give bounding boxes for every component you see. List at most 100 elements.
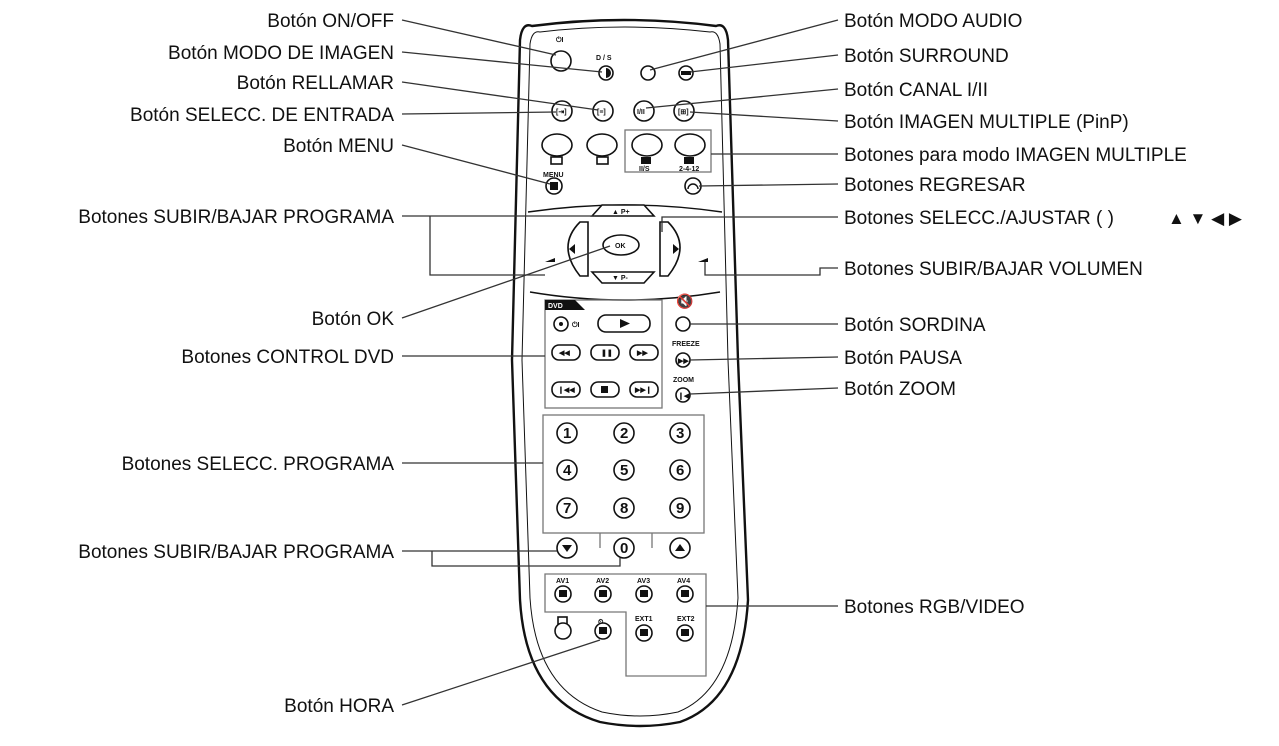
- leader-time: [401, 639, 601, 706]
- digit-8-button[interactable]: [613, 497, 635, 519]
- menu-tag: MENU: [543, 172, 564, 179]
- volume-minus-icon: [545, 258, 555, 262]
- dvd-power-icon: ⏻I: [572, 321, 580, 329]
- ok-label: OK: [615, 243, 626, 250]
- numpad: 1 2 3 4 5 6 7 8 9 0: [556, 422, 691, 559]
- teletext-button[interactable]: [541, 133, 573, 157]
- stop-icon: [601, 386, 608, 393]
- recall-button[interactable]: [592, 100, 614, 122]
- leader-lines: [401, 19, 839, 706]
- dvd-tag: DVD: [548, 303, 563, 310]
- label-return: Botones REGRESAR: [844, 175, 1026, 196]
- digit-7-button[interactable]: [556, 497, 578, 519]
- pip-button[interactable]: [673, 100, 695, 122]
- digit-2-label: 2: [620, 425, 628, 442]
- digit-1-button[interactable]: [556, 422, 578, 444]
- play-icon: [620, 319, 630, 328]
- label-rgb-video: Botones RGB/VIDEO: [844, 597, 1025, 618]
- leader-menu: [401, 144, 551, 185]
- dvd-prev-button[interactable]: [551, 381, 581, 398]
- label-freeze: Botón PAUSA: [844, 348, 962, 369]
- program-updown-bracket: [599, 533, 653, 548]
- mute-button[interactable]: [675, 316, 691, 332]
- label-time: Botón HORA: [284, 696, 394, 717]
- digit-9-button[interactable]: [669, 497, 691, 519]
- label-recall: Botón RELLAMAR: [237, 73, 394, 94]
- dvd-forward-button[interactable]: [629, 344, 659, 361]
- leader-power: [401, 19, 557, 56]
- label-audio-mode: Botón MODO AUDIO: [844, 11, 1022, 32]
- subtitle-button[interactable]: [586, 133, 618, 157]
- prev-icon: ❙◀◀: [558, 386, 575, 394]
- pause-icon: ❚❚: [601, 349, 613, 357]
- digit-7-label: 7: [563, 500, 571, 517]
- tv-button[interactable]: [554, 622, 572, 640]
- digit-2-button[interactable]: [613, 422, 635, 444]
- leader-input-select: [401, 111, 557, 115]
- digit-3-button[interactable]: [669, 422, 691, 444]
- label-ok: Botón OK: [312, 309, 395, 330]
- leader-audio-mode: [649, 19, 839, 71]
- up-arrow-icon: [675, 544, 685, 551]
- av4-tag: AV4: [677, 578, 690, 585]
- volume-up-button[interactable]: [659, 221, 681, 277]
- label-mute: Botón SORDINA: [844, 315, 986, 336]
- digit-4-button[interactable]: [556, 459, 578, 481]
- freeze-tag: FREEZE: [672, 341, 700, 348]
- leader-program-updown-bottom: [402, 550, 621, 567]
- right-arrow-icon: [673, 244, 679, 254]
- dvd-open-dot: [559, 322, 563, 326]
- numpad-frame: [542, 414, 705, 534]
- digit-5-label: 5: [620, 462, 628, 479]
- label-pip: Botón IMAGEN MULTIPLE (PinP): [844, 112, 1129, 133]
- next-icon: ▶▶❙: [634, 386, 652, 394]
- ok-button[interactable]: [602, 234, 640, 256]
- label-picture-mode: Botón MODO DE IMAGEN: [168, 43, 394, 64]
- leader-recall: [401, 81, 599, 111]
- zoom-tag: ZOOM: [673, 377, 694, 384]
- digit-0-button[interactable]: [613, 537, 635, 559]
- leader-program-updown-top: [402, 215, 595, 276]
- left-arrow-icon: [569, 244, 575, 254]
- av3-tag: AV3: [637, 578, 650, 585]
- power-button[interactable]: [550, 50, 572, 72]
- digit-0-label: 0: [620, 540, 628, 557]
- program-down-button[interactable]: [590, 271, 656, 284]
- leader-channel: [645, 88, 839, 109]
- dvd-pause-button[interactable]: [590, 344, 620, 361]
- volume-down-button[interactable]: [567, 221, 589, 277]
- dvd-frame: [544, 299, 663, 409]
- digit-5-button[interactable]: [613, 459, 635, 481]
- dvd-next-button[interactable]: [629, 381, 659, 398]
- digit-6-button[interactable]: [669, 459, 691, 481]
- pip-mode-icon-1: [641, 157, 651, 164]
- down-arrow-icon: [562, 545, 572, 552]
- pip-mode-button-2[interactable]: [674, 133, 706, 157]
- zoom-button[interactable]: [675, 387, 691, 403]
- leader-volume: [704, 262, 838, 276]
- channel-i-ii-button[interactable]: [633, 100, 655, 122]
- av3-icon: [640, 590, 648, 597]
- label-menu: Botón MENU: [283, 136, 394, 157]
- program-up-button[interactable]: [590, 204, 656, 217]
- leader-pip: [689, 111, 839, 122]
- time-button-icon: [599, 627, 607, 634]
- av2-tag: AV2: [596, 578, 609, 585]
- dvd-rewind-button[interactable]: [551, 344, 581, 361]
- return-button[interactable]: [684, 177, 702, 195]
- ext1-icon: [640, 629, 648, 636]
- return-icon: [687, 183, 699, 190]
- label-channel: Botón CANAL I/II: [844, 80, 988, 101]
- label-program-updown-bottom: Botones SUBIR/BAJAR PROGRAMA: [78, 542, 394, 563]
- digit-3-label: 3: [676, 425, 684, 442]
- arrows-glyph: ▲ ▼ ◀ ▶: [1168, 209, 1243, 228]
- ext2-tag: EXT2: [677, 616, 695, 623]
- digit-8-label: 8: [620, 500, 628, 517]
- pip-mode-button-1[interactable]: [631, 133, 663, 157]
- program-up-label: ▲ P+: [612, 209, 630, 216]
- audio-mode-button[interactable]: [640, 65, 656, 81]
- pip-tag-2: 2-4-12: [679, 166, 699, 173]
- label-program-updown-top: Botones SUBIR/BAJAR PROGRAMA: [78, 207, 394, 228]
- leader-picture-mode: [401, 51, 603, 73]
